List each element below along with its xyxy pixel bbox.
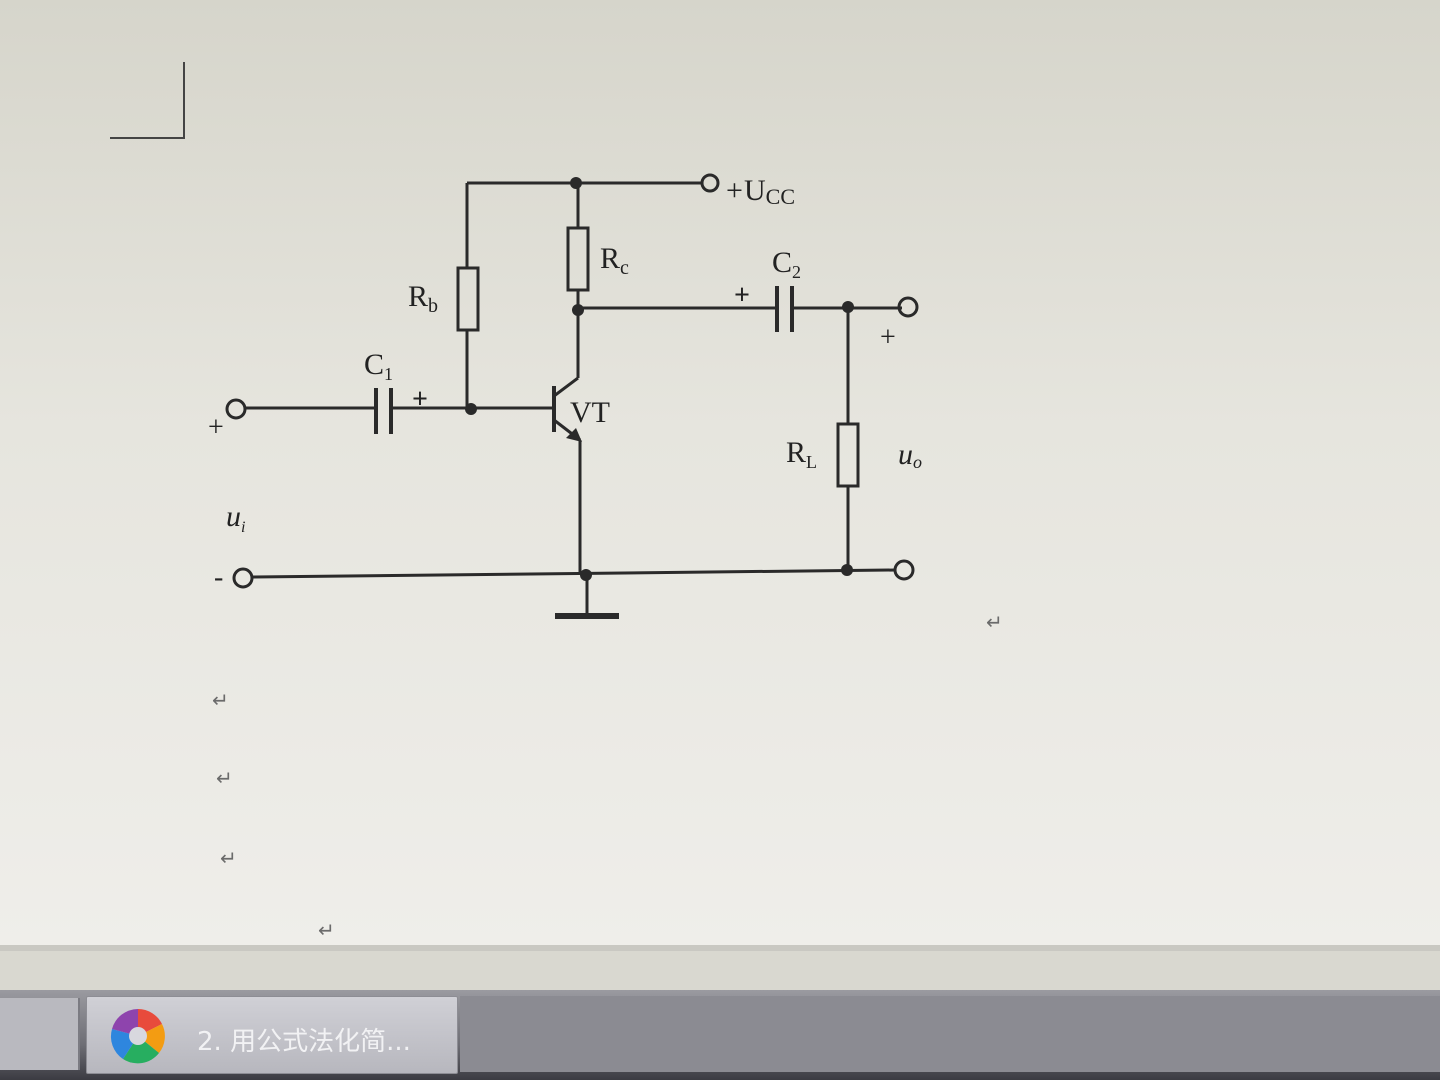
resistor-rc: [566, 226, 590, 292]
label-rl: RL: [786, 436, 817, 472]
app-swirl-icon: [110, 1009, 165, 1064]
label-c1: C1: [364, 348, 393, 384]
page-corner-mark: [110, 62, 185, 139]
taskbar: 2. 用公式法化简...: [0, 990, 1440, 1080]
junction-ground: [580, 569, 592, 581]
label-rb: Rb: [408, 280, 438, 317]
junction-collector: [572, 304, 584, 316]
label-c2: C2: [772, 246, 801, 282]
label-c1-plus: +: [412, 384, 428, 415]
taskbar-empty-area: [460, 996, 1440, 1072]
label-supply-plus: +: [726, 174, 743, 207]
junction-output: [842, 301, 854, 313]
terminal-input-plus: [225, 398, 247, 420]
wire-bottom-rail: [251, 568, 896, 579]
amplifier-circuit-diagram: + UCC Rb Rc C1 + C2 + VT RL + - ui + uo: [208, 173, 922, 619]
resistor-rl: [836, 422, 860, 488]
label-input-plus: +: [208, 412, 224, 443]
taskbar-task-label: 2. 用公式法化简...: [197, 1027, 411, 1057]
document-page: + UCC Rb Rc C1 + C2 + VT RL + - ui + uo …: [0, 0, 1440, 950]
label-vt: VT: [570, 396, 610, 429]
junction-rl-bottom: [841, 564, 853, 576]
paragraph-mark: ↵: [220, 846, 237, 870]
paragraph-mark: ↵: [318, 918, 335, 942]
paragraph-mark: ↵: [212, 688, 229, 712]
junction-base: [465, 403, 477, 415]
label-supply: UCC: [744, 174, 795, 209]
junction-top: [570, 177, 582, 189]
transistor-emitter-arrow: [566, 428, 582, 442]
terminal-supply: [700, 173, 720, 193]
label-c2-plus: +: [734, 280, 750, 311]
label-input-minus: -: [214, 562, 223, 593]
label-output-plus: +: [880, 322, 896, 353]
paragraph-mark: ↵: [986, 610, 1003, 634]
resistor-rb: [456, 266, 480, 332]
terminal-output-minus: [893, 559, 915, 581]
page-divider: [0, 945, 1440, 951]
terminal-input-minus: [232, 567, 254, 589]
taskbar-task-button[interactable]: 2. 用公式法化简...: [86, 996, 458, 1074]
terminal-output-plus: [897, 296, 919, 318]
transistor-collector: [553, 376, 579, 398]
paragraph-mark: ↵: [216, 766, 233, 790]
label-input-voltage: ui: [226, 500, 245, 536]
label-output-voltage: uo: [898, 438, 922, 472]
label-rc: Rc: [600, 242, 629, 279]
taskbar-start-area[interactable]: [0, 998, 80, 1070]
